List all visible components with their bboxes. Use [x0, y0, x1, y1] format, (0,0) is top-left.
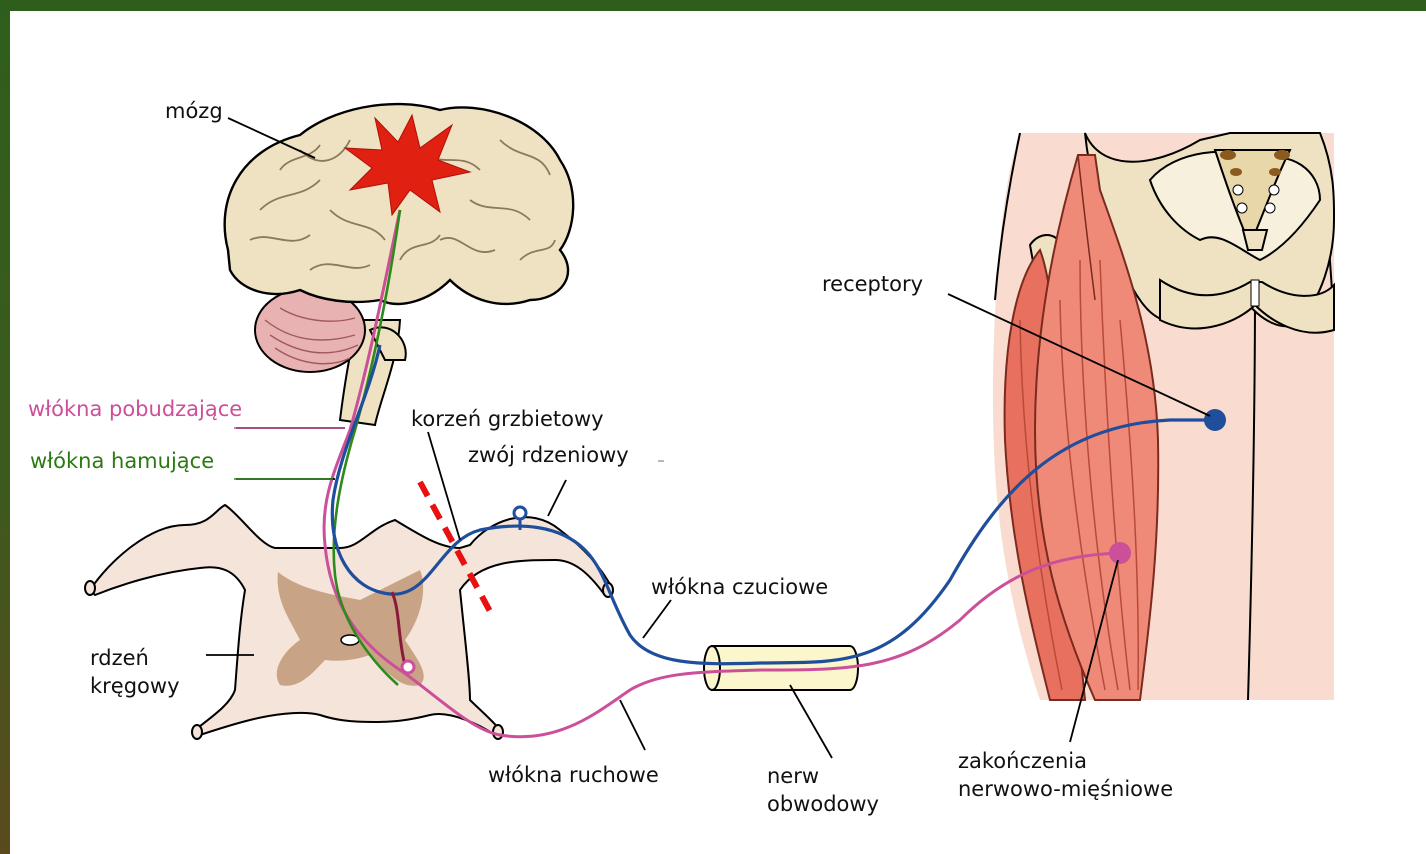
- receptor-ending: [1204, 409, 1226, 431]
- motor-neuron-body: [402, 661, 414, 673]
- label-spinal-cord-line2: kręgowy: [90, 672, 180, 700]
- label-spinal-ganglion: zwój rdzeniowy: [468, 441, 629, 469]
- label-receptors: receptory: [822, 270, 923, 298]
- nervous-system-diagram: [10, 11, 1426, 854]
- label-brain: mózg: [165, 97, 223, 125]
- label-nmj-line1: zakończenia: [958, 747, 1087, 775]
- label-spinal-cord-line1: rdzeń: [90, 644, 149, 672]
- label-nmj-line2: nerwowo-mięśniowe: [958, 775, 1173, 803]
- label-excitatory-fibers: włókna pobudzające: [28, 395, 242, 423]
- leg-illustration: [993, 133, 1334, 700]
- label-nerve-line1: nerw: [767, 762, 819, 790]
- brain-illustration: [225, 104, 574, 425]
- label-nerve-line2: obwodowy: [767, 790, 879, 818]
- label-inhibitory-fibers: włókna hamujące: [30, 447, 214, 475]
- label-motor-fibers: włókna ruchowe: [488, 761, 659, 789]
- label-dorsal-root: korzeń grzbietowy: [411, 405, 604, 433]
- ganglion-cell-body: [514, 507, 526, 519]
- neuromuscular-ending: [1109, 542, 1131, 564]
- label-sensory-fibers: włókna czuciowe: [651, 573, 828, 601]
- diagram-canvas: mózg włókna pobudzające włókna hamujące …: [10, 11, 1426, 854]
